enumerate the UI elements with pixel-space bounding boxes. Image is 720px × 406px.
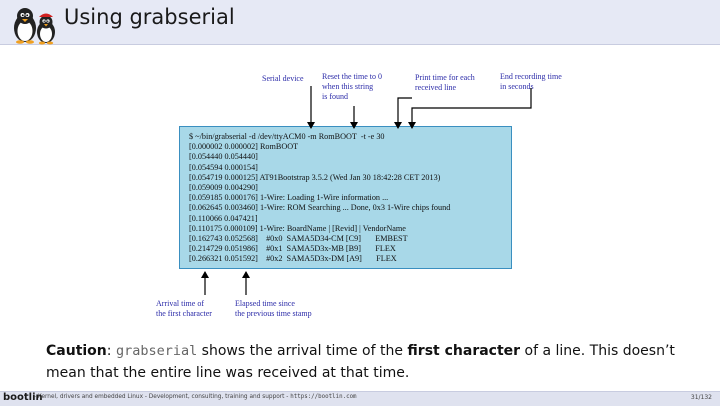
- footer-brand: bootlin: [3, 392, 43, 403]
- terminal-line: [0.059009 0.004290]: [189, 183, 258, 193]
- annotation-elapsed-time: Elapsed time since the previous time sta…: [235, 299, 312, 319]
- caution-text-2: of a line. This doesn’t mean that the en…: [46, 343, 675, 381]
- terminal-command-line: $ ~/bin/grabserial -d /dev/ttyACM0 -m Ro…: [189, 132, 385, 141]
- annotation-reset-time: Reset the time to 0 when this string is …: [322, 72, 382, 102]
- footer-text: - Kernel, drivers and embedded Linux - D…: [34, 394, 357, 400]
- terminal-line: [0.054594 0.000154]: [189, 162, 258, 172]
- annotation-line: Reset the time to 0: [322, 72, 382, 81]
- annotation-line: the first character: [156, 309, 212, 318]
- annotation-serial-device: Serial device: [262, 74, 304, 84]
- annotation-print-time: Print time for each received line: [415, 73, 475, 93]
- annotation-arrival-time: Arrival time of the first character: [156, 299, 212, 319]
- page-title: Using grabserial: [64, 5, 235, 29]
- terminal-line: [0.062645 0.003460] 1-Wire: ROM Searchin…: [189, 203, 451, 213]
- annotation-line: received line: [415, 83, 457, 92]
- penguin-logo-icon: [14, 8, 55, 45]
- terminal-output: $ ~/bin/grabserial -d /dev/ttyACM0 -m Ro…: [179, 126, 512, 269]
- page-number: 31/132: [690, 394, 712, 401]
- terminal-line: [0.266321 0.051592] #0x2 SAMA5D3x-DM [A9…: [189, 254, 397, 264]
- arrow-end-recording: [408, 88, 532, 129]
- annotation-line: Arrival time of: [156, 299, 204, 308]
- caution-bold: first character: [407, 343, 521, 359]
- annotation-line: Print time for each: [415, 73, 475, 82]
- annotation-line: Serial device: [262, 74, 304, 83]
- caution-label: Caution: [46, 343, 107, 359]
- terminal-line: [0.054719 0.000125] AT91Bootstrap 3.5.2 …: [189, 172, 441, 182]
- annotation-end-recording: End recording time in seconds: [500, 72, 562, 92]
- terminal-line: [0.110066 0.047421]: [189, 213, 258, 223]
- caution-separator: :: [106, 343, 116, 359]
- annotation-line: End recording time: [500, 72, 562, 81]
- annotation-line: the previous time stamp: [235, 309, 312, 318]
- terminal-line: [0.000002 0.000002] RomBOOT: [189, 142, 299, 152]
- slide-header: Using grabserial: [0, 0, 720, 45]
- arrow-print-time: [394, 97, 412, 129]
- terminal-line: [0.059185 0.000176] 1-Wire: Loading 1-Wi…: [189, 193, 389, 203]
- terminal-line: [0.054440 0.054440]: [189, 152, 258, 162]
- annotation-line: in seconds: [500, 82, 534, 91]
- annotation-line: is found: [322, 92, 348, 101]
- caution-command: grabserial: [115, 343, 198, 359]
- footer-url[interactable]: https://bootlin.com: [290, 394, 357, 400]
- annotation-line: Elapsed time since: [235, 299, 295, 308]
- footer-description: - Kernel, drivers and embedded Linux - D…: [34, 394, 291, 400]
- slide-footer: bootlin - Kernel, drivers and embedded L…: [0, 391, 720, 406]
- terminal-line: [0.214729 0.051986] #0x1 SAMA5D3x-MB [B9…: [189, 244, 396, 254]
- caution-text-1: shows the arrival time of the: [197, 343, 408, 359]
- terminal-line: [0.162743 0.052568] #0x0 SAMA5D34-CM [C9…: [189, 234, 408, 244]
- terminal-line: [0.110175 0.000109] 1-Wire: BoardName | …: [189, 223, 406, 233]
- annotation-line: when this string: [322, 82, 374, 91]
- caution-note: Caution: grabserial shows the arrival ti…: [46, 340, 686, 384]
